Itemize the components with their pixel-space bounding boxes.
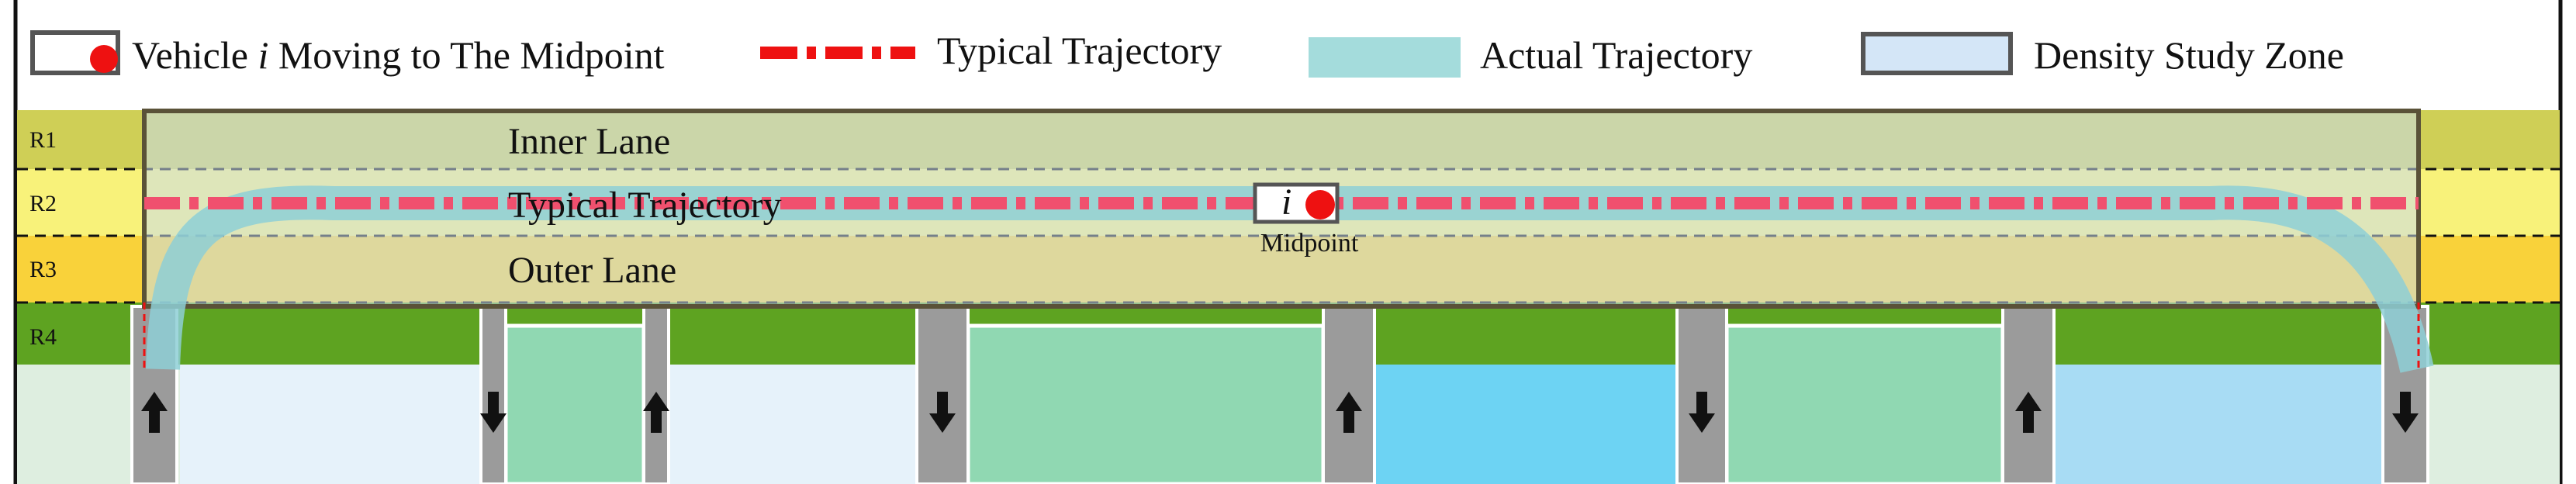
outer-lane-label: Outer Lane <box>508 250 676 291</box>
block-light-blue <box>180 365 481 484</box>
block-sky-blue <box>2054 365 2383 484</box>
direction-arrows <box>141 392 2419 433</box>
legend-typical-item: Typical Trajectory <box>760 29 1222 72</box>
row-label-r3: R3 <box>29 257 57 282</box>
row-label-r4: R4 <box>29 324 57 350</box>
actual-trajectory-swatch <box>1309 37 1461 78</box>
arrow-up-icon <box>141 392 168 433</box>
vehicle-label: i <box>1281 182 1291 223</box>
legend-actual-item: Actual Trajectory <box>1309 33 1752 78</box>
inner-lane-label: Inner Lane <box>508 121 670 162</box>
density-zone-swatch <box>1861 32 2013 75</box>
legend: Vehicle i Moving to The Midpoint Typical… <box>30 29 2344 78</box>
arrow-down-icon <box>480 392 507 433</box>
legend-vehicle-item: Vehicle i Moving to The Midpoint <box>30 30 665 77</box>
vehicle-dot-icon <box>90 45 118 73</box>
arrow-down-icon <box>929 392 956 433</box>
legend-zone-label: Density Study Zone <box>2034 33 2344 77</box>
block-green <box>503 323 646 484</box>
arrow-down-icon <box>1689 392 1715 433</box>
legend-actual-label: Actual Trajectory <box>1480 33 1752 77</box>
row-label-r1: R1 <box>29 127 57 153</box>
block-green <box>1724 323 2005 484</box>
arrow-up-icon <box>643 392 669 433</box>
block-light-blue <box>669 365 917 484</box>
legend-vehicle-label: Vehicle i Moving to The Midpoint <box>132 33 665 77</box>
row-label-r2: R2 <box>29 191 57 216</box>
vehicle-marker: i Midpoint <box>1253 182 1359 258</box>
block-green <box>966 323 1326 484</box>
block-cyan <box>1374 365 1677 484</box>
arrow-up-icon <box>1336 392 1362 433</box>
midpoint-label: Midpoint <box>1260 229 1359 258</box>
legend-typical-label: Typical Trajectory <box>937 29 1222 72</box>
arrow-down-icon <box>2392 392 2419 433</box>
arrow-up-icon <box>2015 392 2042 433</box>
typical-trajectory-label: Typical Trajectory <box>508 185 782 226</box>
vehicle-dot <box>1305 190 1335 220</box>
legend-zone-item: Density Study Zone <box>1861 32 2344 77</box>
